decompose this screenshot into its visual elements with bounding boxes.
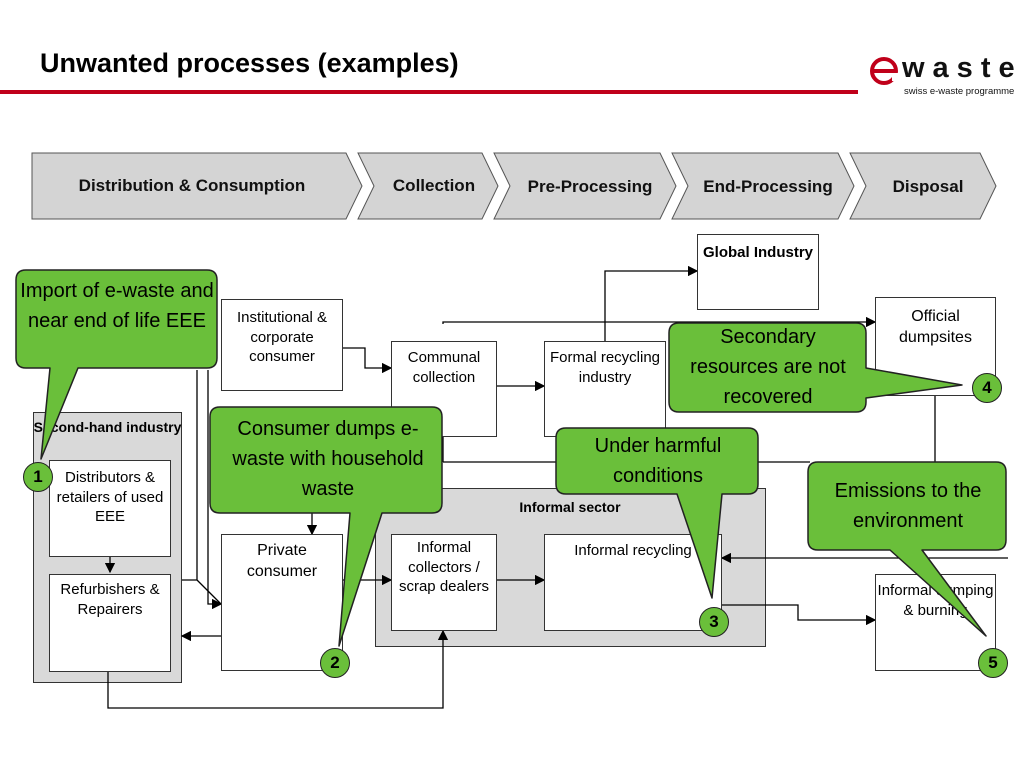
callout-2-text: Consumer dumps e-waste with household wa…: [232, 418, 424, 500]
ewaste-logo: waste swiss e-waste programme: [868, 52, 1018, 98]
badge-2: 2: [320, 648, 350, 678]
logo-tagline: swiss e-waste programme: [904, 86, 1015, 97]
informal-recycling-box: Informal recycling: [544, 534, 722, 631]
stage-disposal: Disposal: [892, 177, 964, 196]
callout-4-text: Secondary resources are not recovered: [690, 326, 846, 408]
distributors-box: Distributors & retailers of used EEE: [49, 460, 171, 557]
callout-1-text: Import of e-waste and near end of life E…: [20, 280, 214, 332]
informal-sector-label: Informal sector: [519, 499, 621, 515]
global-industry-box: Global Industry: [697, 234, 819, 310]
title-underline: [0, 90, 858, 94]
badge-5: 5: [978, 648, 1008, 678]
stage-chevron-preprocessing: [493, 152, 677, 220]
stage-chevron-collection: [357, 152, 499, 220]
badge-1: 1: [23, 462, 53, 492]
refurbishers-box: Refurbishers & Repairers: [49, 574, 171, 672]
page-title: Unwanted processes (examples): [40, 48, 459, 78]
ewaste-logo-icon: [870, 57, 898, 85]
callout-3-text: Under harmful conditions: [594, 435, 722, 487]
stage-preprocessing: Pre-Processing: [527, 177, 653, 196]
badge-3: 3: [699, 607, 729, 637]
formal-recycling-box: Formal recycling industry: [544, 341, 666, 437]
institutional-consumer-box: Institutional & corporate consumer: [221, 299, 343, 391]
stage-chevron-disposal: [849, 152, 997, 220]
stage-chevron-endprocessing: [671, 152, 855, 220]
communal-collection-box: Communal collection: [391, 341, 497, 437]
stage-distribution: Distribution & Consumption: [78, 176, 306, 195]
callout-5-shape: [807, 461, 1007, 637]
callout-4-shape: [668, 322, 963, 413]
badge-4: 4: [972, 373, 1002, 403]
stage-chevron-distribution: [31, 152, 363, 220]
callout-5-text: Emissions to the environment: [834, 480, 982, 532]
second-hand-industry-label: Second-hand industry: [33, 419, 182, 435]
callout-2-shape: [209, 406, 443, 647]
stage-endprocessing: End-Processing: [703, 177, 833, 196]
private-consumer-box: Private consumer: [221, 534, 343, 671]
informal-collectors-box: Informal collectors / scrap dealers: [391, 534, 497, 631]
stage-collection: Collection: [392, 176, 476, 195]
callout-3-shape: [555, 427, 759, 599]
callout-1-shape: [15, 269, 218, 460]
logo-wordmark: waste: [902, 52, 1023, 84]
